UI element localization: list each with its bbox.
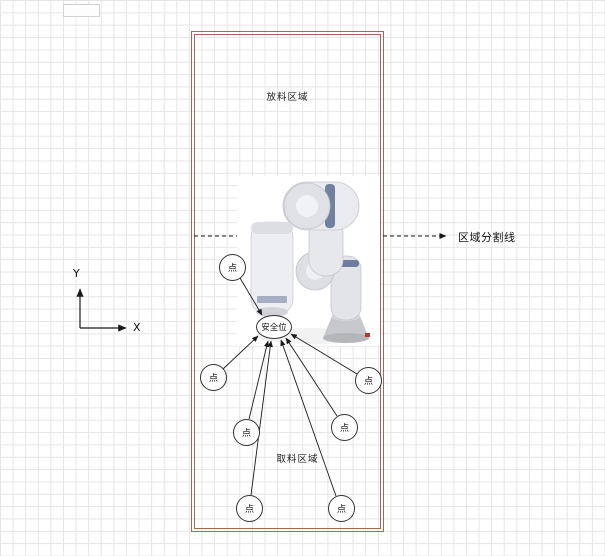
point-node: 点 — [236, 495, 263, 522]
point-node: 点 — [355, 367, 382, 394]
point-node: 点 — [331, 414, 358, 441]
y-axis-label: Y — [73, 267, 80, 280]
divider-label: 区域分割线 — [458, 231, 516, 244]
point-node: 点 — [328, 495, 355, 522]
point-node: 点 — [200, 364, 227, 391]
work-region-box — [191, 31, 384, 532]
bottom-zone-label: 取料区域 — [276, 454, 319, 465]
work-region-inner-border — [194, 34, 381, 529]
top-zone-label: 放料区域 — [266, 92, 309, 103]
robot-base-mark — [365, 333, 370, 337]
x-axis-label: X — [133, 321, 141, 334]
robot-base — [323, 316, 369, 338]
safe-position-node: 安全位 — [256, 315, 292, 339]
point-node: 点 — [219, 254, 246, 281]
point-node: 点 — [233, 419, 260, 446]
grid-selection-box — [63, 4, 100, 17]
